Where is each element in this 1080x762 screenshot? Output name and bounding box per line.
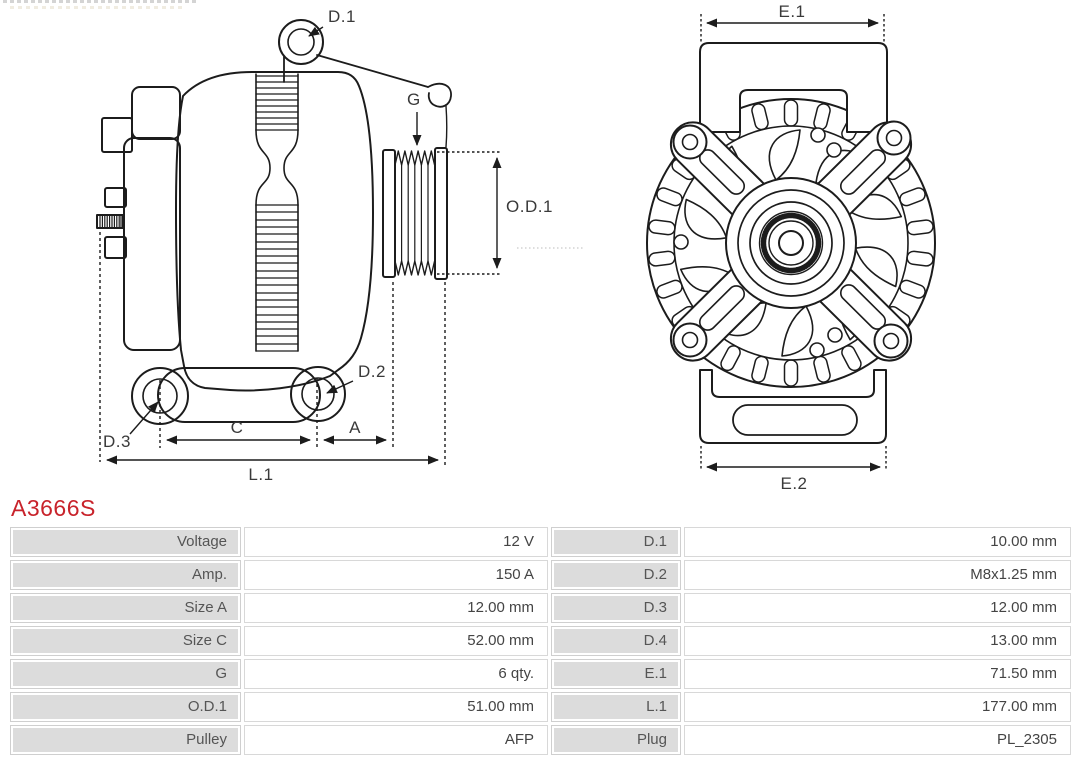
spec-label-od1: O.D.1: [10, 692, 241, 722]
spec-label-size-c: Size C: [10, 626, 241, 656]
spec-label-voltage: Voltage: [10, 527, 241, 557]
spec-value-d4: 13.00 mm: [684, 626, 1071, 656]
spec-value-g: 6 qty.: [244, 659, 548, 689]
spec-label-pulley: Pulley: [10, 725, 241, 755]
front-view-dimensions: [700, 14, 887, 472]
front-view: [646, 42, 936, 444]
spec-label-plug: Plug: [551, 725, 681, 755]
spec-label-g: G: [10, 659, 241, 689]
spec-value-d2: M8x1.25 mm: [684, 560, 1071, 590]
spec-value-e1: 71.50 mm: [684, 659, 1071, 689]
spec-value-pulley: AFP: [244, 725, 548, 755]
spec-value-d3: 12.00 mm: [684, 593, 1071, 623]
spec-value-size-a: 12.00 mm: [244, 593, 548, 623]
cropped-watermark-strip: [3, 0, 198, 3]
dim-label-l1: L.1: [248, 465, 273, 484]
spec-table: Voltage 12 V D.1 10.00 mm Amp. 150 A D.2…: [10, 527, 1071, 755]
dim-label-a: A: [349, 418, 361, 437]
dim-label-e2: E.2: [780, 474, 807, 493]
dim-label-g: G: [407, 90, 421, 109]
spec-label-d4: D.4: [551, 626, 681, 656]
dim-label-od1: O.D.1: [506, 197, 553, 216]
dim-label-d3: D.3: [103, 432, 131, 451]
spec-value-size-c: 52.00 mm: [244, 626, 548, 656]
spec-value-voltage: 12 V: [244, 527, 548, 557]
side-view-dimensions: [99, 26, 583, 466]
dim-label-c: C: [231, 418, 244, 437]
spec-label-d3: D.3: [551, 593, 681, 623]
spec-value-amp: 150 A: [244, 560, 548, 590]
side-view-label-texts: D.1 G O.D.1 D.2 D.3 C A L.1: [103, 7, 553, 484]
spec-label-l1: L.1: [551, 692, 681, 722]
spec-value-od1: 51.00 mm: [244, 692, 548, 722]
spec-label-size-a: Size A: [10, 593, 241, 623]
dim-label-d1: D.1: [328, 7, 356, 26]
dim-label-d2: D.2: [358, 362, 386, 381]
spec-label-d1: D.1: [551, 527, 681, 557]
spec-label-e1: E.1: [551, 659, 681, 689]
side-view: [96, 19, 452, 425]
part-number: A3666S: [11, 495, 96, 521]
front-view-label-texts: E.1 E.2: [778, 2, 807, 493]
alternator-technical-drawing: D.1 G O.D.1 D.2 D.3 C A L.1: [96, 2, 936, 493]
dim-label-e1: E.1: [778, 2, 805, 21]
spec-label-d2: D.2: [551, 560, 681, 590]
cropped-watermark-strip-2: [10, 6, 185, 9]
spec-label-amp: Amp.: [10, 560, 241, 590]
spec-value-d1: 10.00 mm: [684, 527, 1071, 557]
spec-value-plug: PL_2305: [684, 725, 1071, 755]
spec-value-l1: 177.00 mm: [684, 692, 1071, 722]
